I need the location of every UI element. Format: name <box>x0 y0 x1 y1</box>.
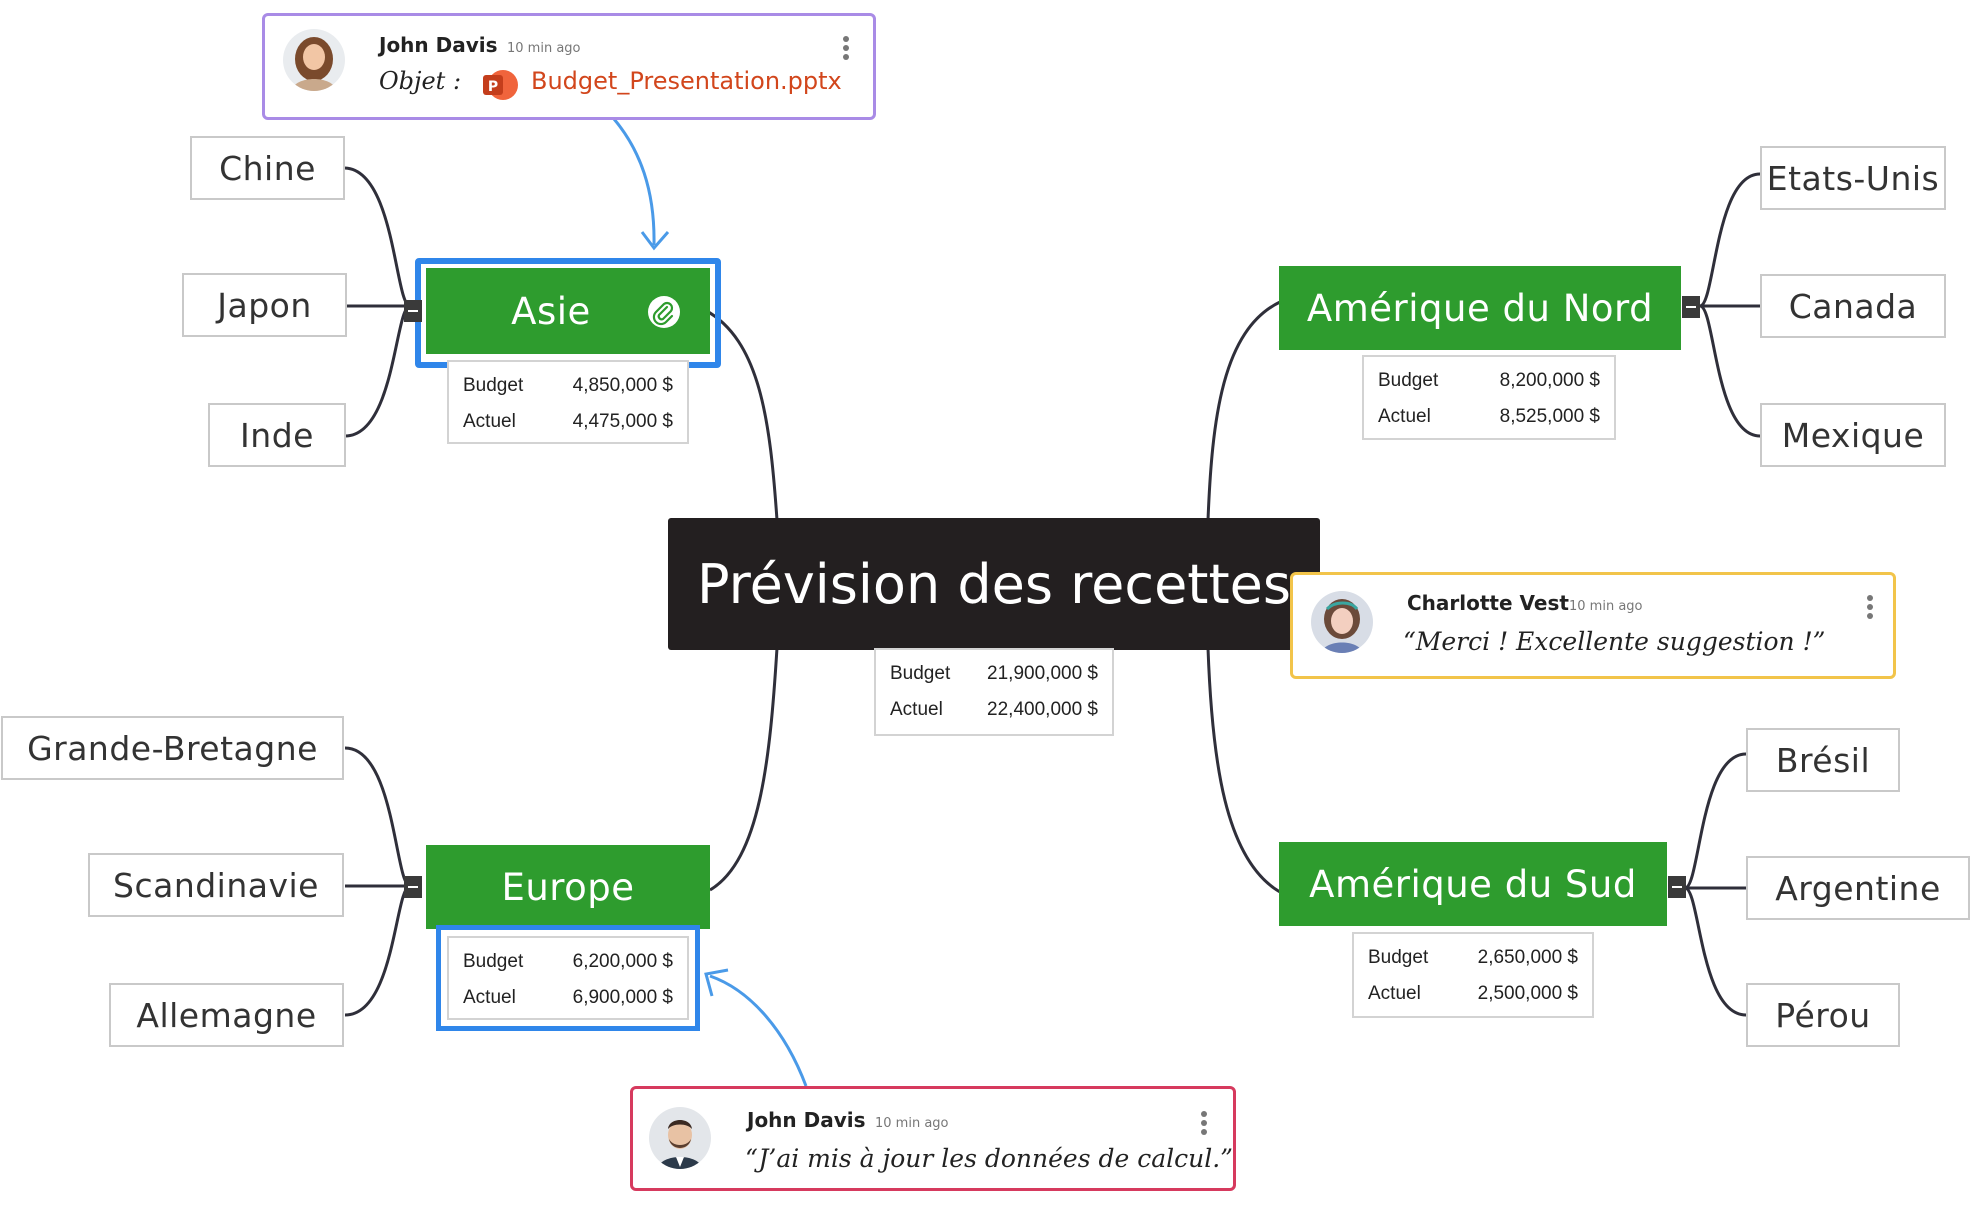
central-budget-table: Budget 21,900,000 $ Actuel 22,400,000 $ <box>874 648 1114 736</box>
budget-label: Budget <box>463 375 524 396</box>
budget-label: Budget <box>890 663 951 684</box>
leaf-canada[interactable]: Canada <box>1760 274 1946 338</box>
amerique-du-nord-budget-table: Budget 8,200,000 $ Actuel 8,525,000 $ <box>1362 355 1616 440</box>
collapse-icon[interactable] <box>1682 296 1700 318</box>
actual-label: Actuel <box>890 699 943 720</box>
central-topic-title: Prévision des recettes <box>696 552 1292 616</box>
region-amerique-du-nord-title: Amérique du Nord <box>1306 286 1654 330</box>
paperclip-icon[interactable] <box>648 296 680 328</box>
leaf-perou[interactable]: Pérou <box>1746 983 1900 1047</box>
more-vertical-icon[interactable] <box>1867 595 1873 622</box>
leaf-mexique[interactable]: Mexique <box>1760 403 1946 467</box>
leaf-label: Etats-Unis <box>1766 158 1940 198</box>
collapse-icon[interactable] <box>1668 876 1686 898</box>
actual-value: 22,400,000 $ <box>987 699 1098 720</box>
leaf-chine[interactable]: Chine <box>190 136 345 200</box>
comment-text: “J’ai mis à jour les données de calcul.” <box>745 1144 1233 1173</box>
collapse-icon[interactable] <box>404 300 422 322</box>
budget-value: 2,650,000 $ <box>1477 947 1578 968</box>
comment-author: John Davis <box>379 33 498 57</box>
avatar <box>283 29 345 91</box>
comment-text: “Merci ! Excellente suggestion !” <box>1403 627 1826 656</box>
budget-value: 4,850,000 $ <box>572 375 673 396</box>
leaf-inde[interactable]: Inde <box>208 403 346 467</box>
comment-time: 10 min ago <box>507 41 581 56</box>
avatar <box>1311 591 1373 653</box>
budget-label: Budget <box>1368 947 1429 968</box>
budget-value: 6,200,000 $ <box>572 951 673 972</box>
central-topic[interactable]: Prévision des recettes <box>668 518 1320 650</box>
budget-value: 8,200,000 $ <box>1499 370 1600 391</box>
more-vertical-icon[interactable] <box>1201 1111 1207 1138</box>
comment-time: 10 min ago <box>1569 599 1643 614</box>
more-vertical-icon[interactable] <box>843 36 849 63</box>
leaf-label: Scandinavie <box>113 865 319 905</box>
region-amerique-du-sud[interactable]: Amérique du Sud <box>1279 842 1667 926</box>
leaf-label: Pérou <box>1775 995 1871 1035</box>
comment-author: Charlotte Vest <box>1407 591 1569 615</box>
powerpoint-icon: P <box>481 69 519 101</box>
actual-value: 6,900,000 $ <box>572 987 673 1008</box>
region-asie[interactable]: Asie <box>426 268 710 354</box>
attachment-file-link[interactable]: Budget_Presentation.pptx <box>531 67 842 95</box>
leaf-grande-bretagne[interactable]: Grande-Bretagne <box>1 716 344 780</box>
leaf-label: Grande-Bretagne <box>27 728 318 768</box>
amerique-du-sud-budget-table: Budget 2,650,000 $ Actuel 2,500,000 $ <box>1352 932 1594 1018</box>
leaf-japon[interactable]: Japon <box>182 273 347 337</box>
region-europe-title: Europe <box>501 865 635 909</box>
leaf-bresil[interactable]: Brésil <box>1746 728 1900 792</box>
leaf-allemagne[interactable]: Allemagne <box>109 983 344 1047</box>
leaf-label: Chine <box>219 148 316 188</box>
actual-value: 4,475,000 $ <box>572 411 673 432</box>
leaf-scandinavie[interactable]: Scandinavie <box>88 853 344 917</box>
collapse-icon[interactable] <box>404 876 422 898</box>
comment-card-top[interactable]: John Davis 10 min ago Objet : P Budget_P… <box>262 13 876 120</box>
leaf-label: Allemagne <box>136 995 317 1035</box>
svg-text:P: P <box>488 79 498 95</box>
region-europe[interactable]: Europe <box>426 845 710 929</box>
region-asie-title: Asie <box>511 289 591 333</box>
leaf-label: Inde <box>240 415 314 455</box>
comment-object-label: Objet : <box>379 67 462 95</box>
region-amerique-du-sud-title: Amérique du Sud <box>1309 862 1637 906</box>
actual-label: Actuel <box>1368 983 1421 1004</box>
region-amerique-du-nord[interactable]: Amérique du Nord <box>1279 266 1681 350</box>
budget-label: Budget <box>463 951 524 972</box>
leaf-argentine[interactable]: Argentine <box>1746 856 1970 920</box>
europe-budget-table: Budget 6,200,000 $ Actuel 6,900,000 $ <box>436 925 700 1031</box>
avatar <box>649 1107 711 1169</box>
budget-value: 21,900,000 $ <box>987 663 1098 684</box>
comment-author: John Davis <box>747 1108 866 1132</box>
actual-label: Actuel <box>463 411 516 432</box>
actual-label: Actuel <box>1378 406 1431 427</box>
leaf-etats-unis[interactable]: Etats-Unis <box>1760 146 1946 210</box>
comment-time: 10 min ago <box>875 1116 949 1131</box>
leaf-label: Japon <box>217 285 312 325</box>
comment-card-bottom[interactable]: John Davis 10 min ago “J’ai mis à jour l… <box>630 1086 1236 1191</box>
leaf-label: Brésil <box>1775 740 1871 780</box>
leaf-label: Argentine <box>1775 868 1941 908</box>
actual-label: Actuel <box>463 987 516 1008</box>
actual-value: 8,525,000 $ <box>1499 406 1600 427</box>
budget-label: Budget <box>1378 370 1439 391</box>
comment-card-right[interactable]: Charlotte Vest 10 min ago “Merci ! Excel… <box>1290 572 1896 679</box>
asie-budget-table: Budget 4,850,000 $ Actuel 4,475,000 $ <box>447 360 689 444</box>
leaf-label: Canada <box>1788 286 1918 326</box>
leaf-label: Mexique <box>1781 415 1925 455</box>
actual-value: 2,500,000 $ <box>1477 983 1578 1004</box>
